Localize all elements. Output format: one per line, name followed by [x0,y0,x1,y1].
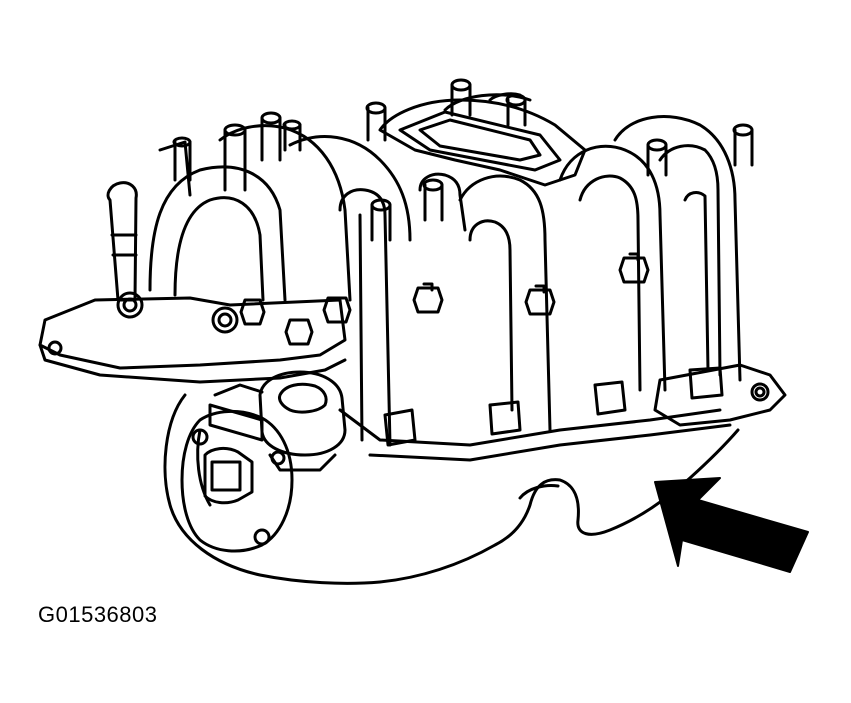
runner-right-1 [558,144,667,392]
runner-left-1 [148,165,287,302]
throttle-opening [398,110,562,172]
lower-plenum [163,393,740,585]
base-nuts [239,252,650,346]
runner-right-2 [613,115,742,382]
runner-center-2 [418,172,467,232]
runner-clips [383,366,724,447]
runner-center-1 [338,188,392,447]
upper-plenum [378,98,587,187]
flange-plate [38,296,347,370]
right-flange [653,363,787,427]
runner-center-3 [468,219,514,412]
bolt-studs [172,78,754,242]
sensor-housing [258,370,347,457]
figure-code: G01536803 [38,602,158,627]
arrow-icon [654,477,809,573]
hose-fitting [106,181,138,302]
